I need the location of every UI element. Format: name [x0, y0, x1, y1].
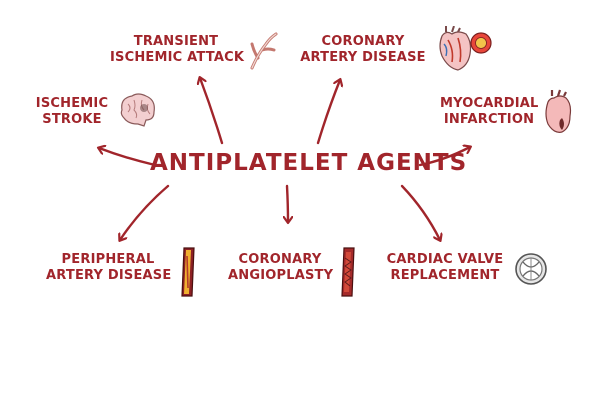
arrow-to-angio [287, 184, 288, 222]
node-angio-line1: CORONARY [238, 252, 322, 267]
node-mi-label: MYOCARDIAL INFARCTION [440, 96, 538, 128]
node-stroke-line1: ISCHEMIC [35, 96, 109, 111]
blood-vessel-branch-icon [250, 32, 278, 70]
node-mi-line1: MYOCARDIAL [440, 96, 539, 111]
arrow-to-stroke [99, 148, 157, 167]
node-tia-line2: ISCHEMIC ATTACK [110, 50, 245, 65]
node-stroke-line2: STROKE [42, 112, 102, 127]
arrow-to-tia [200, 78, 224, 145]
node-cad-line2: ARTERY DISEASE [300, 50, 426, 65]
node-tia-label: TRANSIENT ISCHEMIC ATTACK [110, 34, 245, 66]
arrow-to-pad [120, 184, 170, 240]
arrow-to-valve [400, 184, 440, 240]
stent-artery-icon [341, 247, 355, 297]
node-angio-label: CORONARY ANGIOPLASTY [228, 252, 334, 284]
arrow-to-mi [418, 147, 470, 167]
arrow-to-cad [316, 80, 340, 145]
node-cad-label: CORONARY ARTERY DISEASE [298, 34, 428, 66]
node-valve-label: CARDIAC VALVE REPLACEMENT [384, 252, 506, 284]
heart-coronary-icon [439, 26, 492, 71]
node-pad-line1: PERIPHERAL [61, 252, 155, 267]
node-cad-line1: CORONARY [321, 34, 405, 49]
node-valve-line2: REPLACEMENT [390, 268, 500, 283]
node-pad-label: PERIPHERAL ARTERY DISEASE [46, 252, 172, 284]
diagram-title: ANTIPLATELET AGENTS [150, 150, 468, 176]
node-angio-line2: ANGIOPLASTY [228, 268, 334, 283]
node-mi-line2: INFARCTION [443, 112, 535, 127]
heart-infarct-icon [545, 89, 572, 133]
node-valve-line1: CARDIAC VALVE [386, 252, 504, 267]
node-stroke-label: ISCHEMIC STROKE [34, 96, 110, 128]
artery-segment-icon [181, 247, 195, 297]
node-tia-line1: TRANSIENT [133, 34, 219, 49]
brain-icon [120, 93, 155, 127]
node-pad-line2: ARTERY DISEASE [46, 268, 172, 283]
valve-prosthesis-icon [515, 253, 547, 285]
